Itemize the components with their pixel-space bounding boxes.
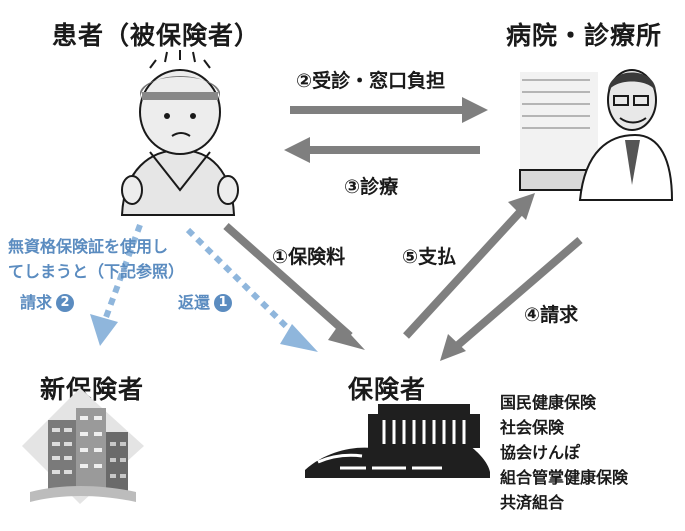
buildings-icon (22, 388, 144, 504)
refund-text: 返還 (178, 293, 211, 312)
insurer-type-item: 社会保険 (500, 418, 565, 437)
doctor-icon (519, 69, 674, 201)
claim-arrowhead (440, 334, 466, 361)
premium-label: ①保険料 (272, 246, 346, 268)
premium-arrow (223, 223, 353, 339)
payment-arrowhead (508, 193, 535, 220)
treatment-label: ③診療 (344, 176, 399, 198)
refund-number-badge: 1 (214, 293, 233, 312)
warning-line-2: てしまうと（下記参照） (8, 262, 185, 281)
refund-tag: 返還 1 (178, 290, 233, 315)
insurer-type-item: 共済組合 (500, 493, 565, 512)
insurer-title: 保険者 (348, 375, 427, 404)
new-insurer-claim-arrowhead (90, 314, 118, 346)
payment-label: ⑤支払 (402, 246, 457, 268)
sick-person-icon (120, 50, 239, 216)
premium-arrowhead (328, 323, 365, 350)
treatment-arrowhead (284, 137, 310, 163)
claim-label: ④請求 (524, 304, 579, 326)
insurer-type-item: 協会けんぽ (500, 443, 581, 462)
new-insurer-claim-text: 請求 (20, 293, 53, 312)
visit-label: ②受診・窓口負担 (296, 70, 446, 92)
warning-line-1: 無資格保険証を使用し (8, 237, 169, 256)
visit-arrowhead (462, 97, 488, 123)
claim-arrow (455, 236, 583, 349)
refund-arrowhead (280, 324, 318, 352)
new-insurer-claim-dotted-arrow (102, 223, 143, 322)
insurer-types-list: 国民健康保険 社会保険 協会けんぽ 組合管掌健康保険 共済組合 (500, 390, 628, 515)
insurer-type-item: 国民健康保険 (500, 393, 597, 412)
government-building-icon (305, 404, 490, 478)
payment-arrow (403, 209, 523, 339)
warning-text: 無資格保険証を使用し てしまうと（下記参照） (8, 234, 184, 284)
patient-title: 患者（被保険者） (52, 21, 261, 50)
hospital-title: 病院・診療所 (506, 21, 663, 50)
claim-number-badge: 2 (56, 293, 75, 312)
refund-dotted-arrow (185, 227, 303, 343)
new-insurer-claim-tag: 請求 2 (20, 290, 75, 315)
insurer-type-item: 組合管掌健康保険 (500, 468, 629, 487)
